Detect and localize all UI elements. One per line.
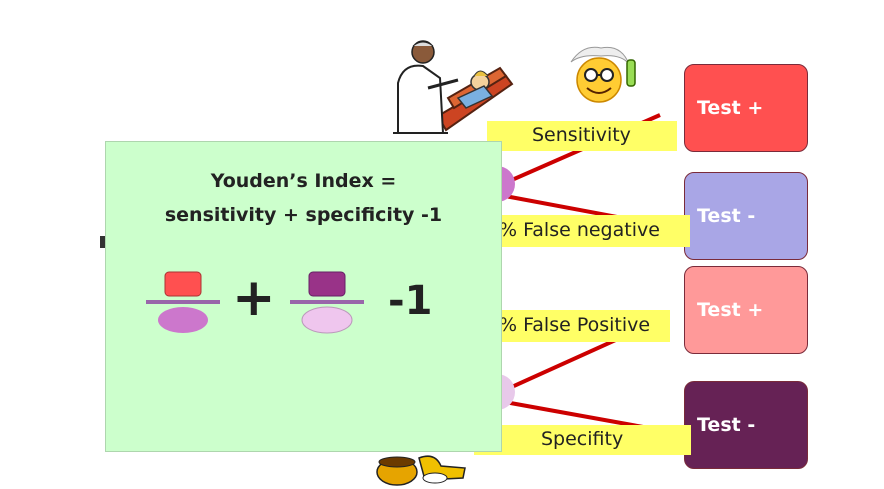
test-positive-box-2: Test +	[684, 266, 808, 354]
minus-one: -1	[388, 278, 433, 324]
formula-title-line2: sensitivity + specificity -1	[164, 204, 443, 226]
doctor-patient-illustration	[393, 40, 514, 134]
scientist-smiley-icon	[570, 46, 636, 103]
formula-title-line1: Youden’s Index =	[210, 170, 397, 192]
test-negative-label-2: Test -	[697, 414, 756, 436]
youden-index-panel: Youden’s Index = sensitivity + specifici…	[105, 141, 502, 452]
hidden-text-fragment	[100, 236, 105, 248]
test-negative-label-1: Test -	[697, 205, 756, 227]
false-negative-label: % False negative	[480, 215, 690, 247]
specificity-fraction	[290, 271, 364, 334]
test-negative-box-2: Test -	[684, 381, 808, 469]
pot-figure-illustration	[376, 455, 466, 486]
test-positive-label-2: Test +	[697, 299, 764, 321]
sensitivity-label: Sensitivity	[487, 121, 677, 151]
test-positive-label-1: Test +	[697, 97, 764, 119]
test-negative-box-1: Test -	[684, 172, 808, 260]
false-positive-label: % False Positive	[480, 310, 670, 342]
plus-sign: +	[232, 268, 276, 328]
sensitivity-fraction	[146, 271, 220, 333]
test-positive-box-1: Test +	[684, 64, 808, 152]
specifity-label: Specifity	[474, 425, 691, 455]
